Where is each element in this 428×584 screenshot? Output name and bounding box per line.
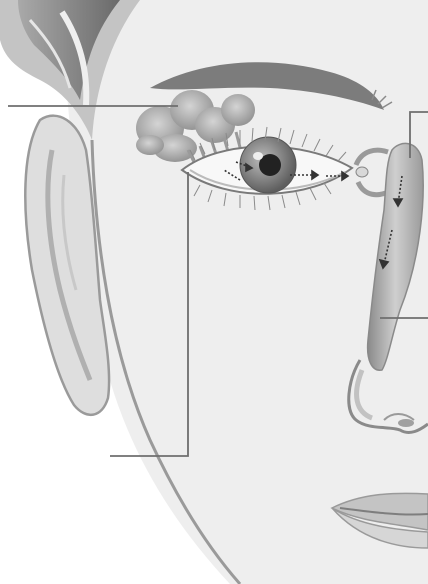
lacrimal-diagram (0, 0, 428, 584)
face-illustration (0, 0, 428, 584)
